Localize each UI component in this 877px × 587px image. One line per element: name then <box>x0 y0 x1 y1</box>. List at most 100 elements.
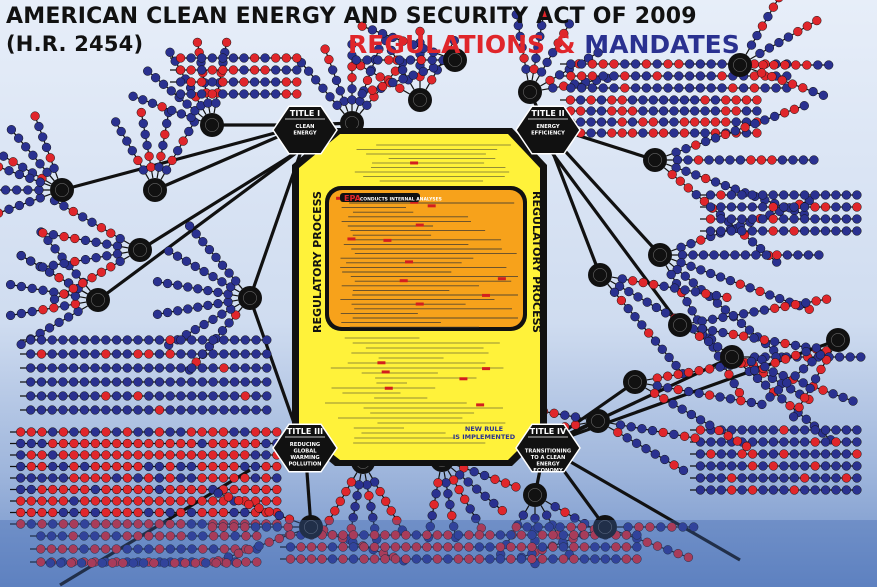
title-name: GLOBAL <box>293 449 317 455</box>
sub-hub-ring <box>148 183 162 197</box>
trunk-line <box>549 448 741 562</box>
red-mandate-dot <box>192 37 203 48</box>
red-mandate-dot <box>208 496 218 506</box>
red-mandate-dot <box>380 530 390 540</box>
blue-mandate-dot <box>239 53 249 63</box>
red-mandate-dot <box>59 289 69 299</box>
blue-mandate-dot <box>36 363 47 373</box>
blue-mandate-dot <box>47 349 57 359</box>
blue-mandate-dot <box>810 226 820 236</box>
blue-mandate-dot <box>154 349 165 359</box>
red-mandate-dot <box>474 530 485 540</box>
red-mandate-dot <box>570 420 581 430</box>
red-mandate-dot <box>69 438 79 449</box>
red-mandate-dot <box>122 473 133 483</box>
red-mandate-dot <box>271 53 281 63</box>
red-mandate-dot <box>186 427 197 437</box>
blue-mandate-dot <box>58 507 69 518</box>
red-mandate-dot <box>710 117 721 127</box>
red-mandate-dot <box>669 460 679 470</box>
blue-mandate-dot <box>579 554 590 564</box>
red-mandate-dot <box>180 558 190 568</box>
blue-mandate-dot <box>768 473 779 483</box>
red-mandate-dot <box>207 89 217 99</box>
red-mandate-dot <box>186 484 197 495</box>
red-mandate-dot <box>607 95 617 105</box>
blue-mandate-dot <box>750 118 760 129</box>
red-mandate-dot <box>658 128 669 138</box>
blue-mandate-dot <box>228 77 239 87</box>
red-mandate-dot <box>112 496 122 506</box>
blue-mandate-dot <box>251 363 261 373</box>
blue-mandate-dot <box>144 507 154 518</box>
blue-mandate-dot <box>627 95 638 105</box>
red-mandate-dot <box>701 289 711 299</box>
blue-mandate-dot <box>193 302 203 312</box>
red-mandate-dot <box>197 473 207 483</box>
blue-mandate-dot <box>327 554 338 564</box>
red-mandate-dot <box>133 438 143 449</box>
blue-mandate-dot <box>706 268 716 279</box>
red-mandate-dot <box>232 558 242 568</box>
red-mandate-dot <box>244 499 254 510</box>
blue-mandate-dot <box>418 43 428 54</box>
blue-mandate-dot <box>824 60 834 70</box>
blue-mandate-dot <box>350 501 360 512</box>
red-mandate-dot <box>727 473 737 483</box>
red-mandate-dot <box>197 496 207 506</box>
blue-mandate-dot <box>746 397 757 408</box>
blue-mandate-dot <box>208 271 218 282</box>
blue-mandate-dot <box>747 214 757 224</box>
blue-mandate-dot <box>111 117 121 127</box>
blue-mandate-dot <box>230 531 240 541</box>
blue-mandate-dot <box>48 260 59 270</box>
blue-mandate-dot <box>144 363 154 373</box>
blue-mandate-dot <box>251 377 261 387</box>
title-hexagon <box>272 105 338 155</box>
sub-hub <box>586 409 610 433</box>
blue-mandate-dot <box>173 146 183 156</box>
blue-mandate-dot <box>790 340 801 351</box>
red-mandate-dot <box>144 349 154 359</box>
red-mandate-dot <box>292 89 302 99</box>
sub-hub <box>200 113 224 137</box>
blue-mandate-dot <box>68 349 79 359</box>
red-mandate-dot <box>136 107 146 118</box>
blue-mandate-dot <box>777 394 787 404</box>
red-mandate-dot <box>810 437 820 447</box>
blue-mandate-dot <box>224 318 234 328</box>
red-mandate-dot <box>254 503 264 513</box>
blue-mandate-dot <box>820 214 831 224</box>
red-mandate-dot <box>176 450 186 460</box>
red-mandate-dot <box>375 72 385 82</box>
blue-mandate-dot <box>197 89 207 99</box>
sub-hub <box>128 238 152 262</box>
red-mandate-dot <box>768 202 778 212</box>
red-mandate-dot <box>26 507 36 518</box>
blue-mandate-dot <box>735 155 746 165</box>
blue-mandate-dot <box>768 485 779 495</box>
blue-mandate-dot <box>749 307 759 317</box>
red-mandate-dot <box>176 438 186 449</box>
blue-mandate-dot <box>260 89 270 99</box>
blue-mandate-dot <box>14 200 25 211</box>
blue-mandate-dot <box>777 155 788 165</box>
red-mandate-dot <box>197 484 207 495</box>
blue-mandate-dot <box>852 473 862 483</box>
red-mandate-dot <box>78 278 88 288</box>
red-mandate-dot <box>779 425 789 435</box>
red-mandate-dot <box>527 554 537 564</box>
red-mandate-dot <box>821 294 832 304</box>
blue-mandate-dot <box>841 214 852 224</box>
red-mandate-dot <box>69 461 79 472</box>
blue-mandate-dot <box>368 512 378 523</box>
blue-mandate-dot <box>90 349 100 359</box>
blue-mandate-dot <box>694 388 704 398</box>
red-mandate-dot <box>667 522 677 532</box>
blue-mandate-dot <box>348 512 358 523</box>
sub-hub <box>50 178 74 202</box>
red-mandate-dot <box>165 438 175 449</box>
red-mandate-dot <box>208 450 218 460</box>
blue-mandate-dot <box>128 91 138 101</box>
red-mandate-dot <box>415 26 425 37</box>
